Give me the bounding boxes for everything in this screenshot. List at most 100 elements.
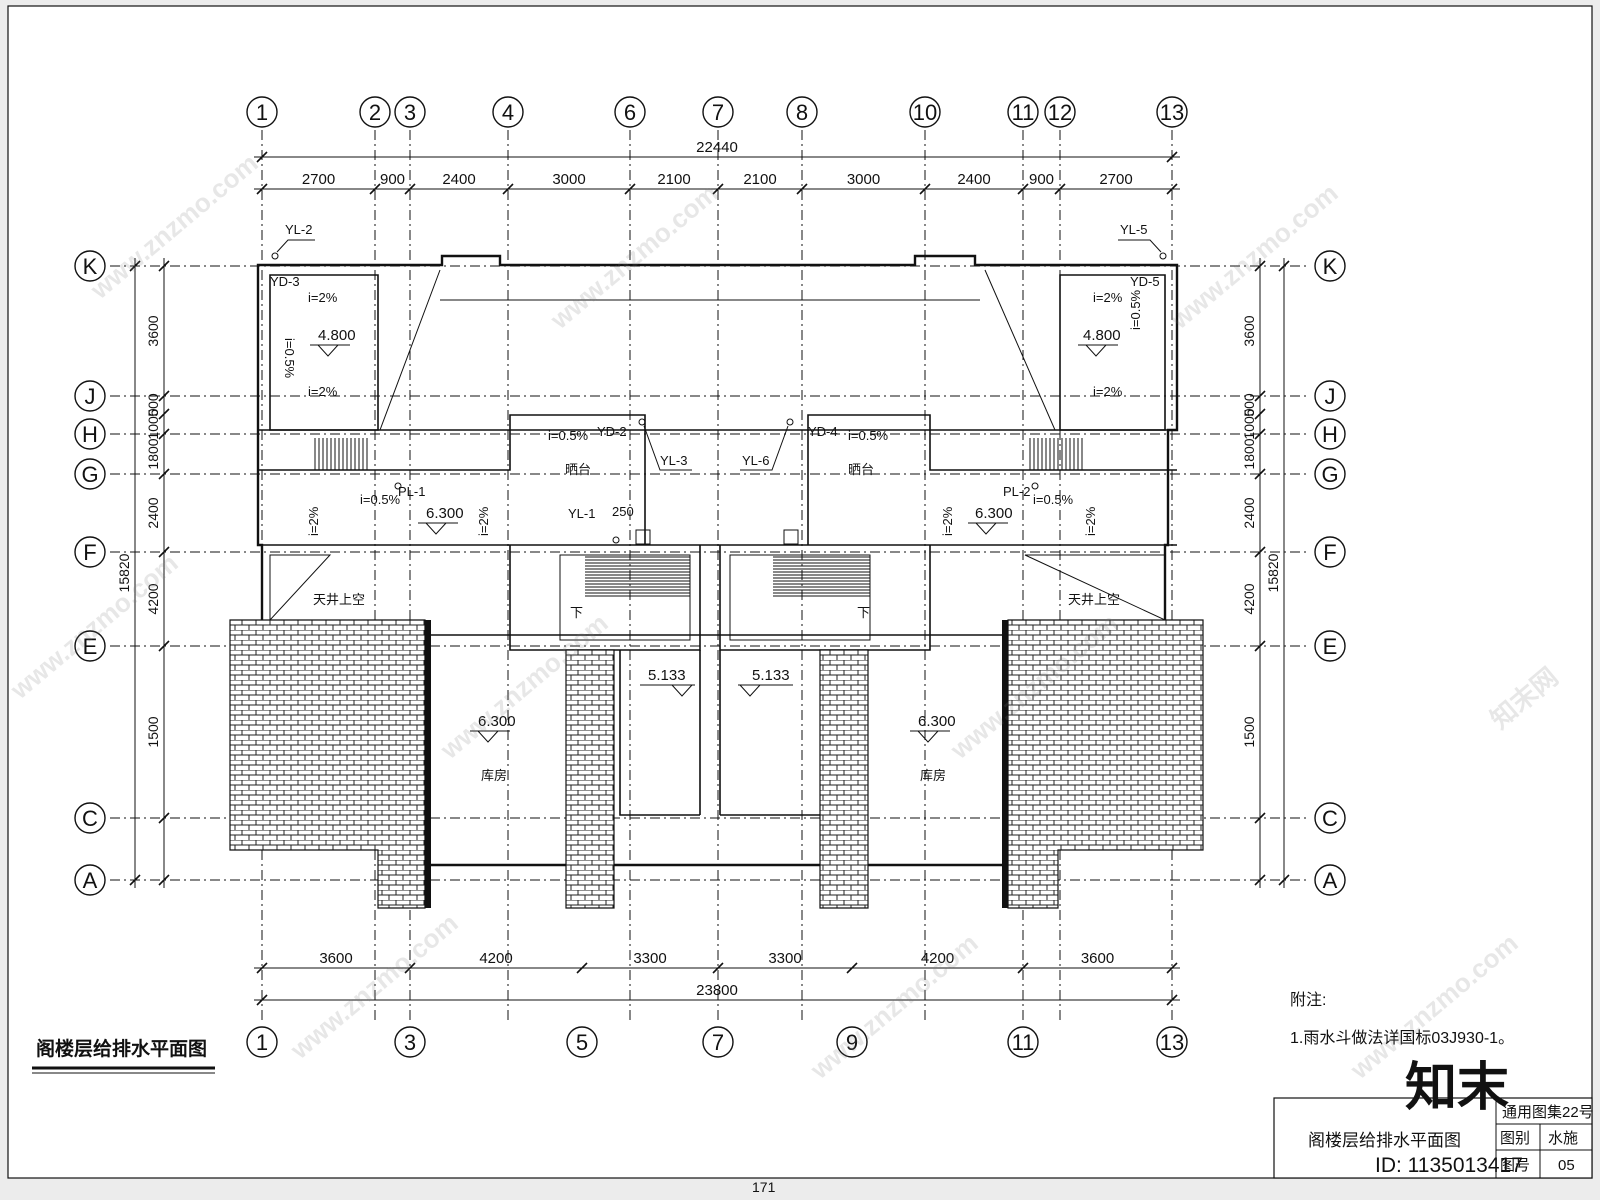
stair-mark: 下	[857, 605, 870, 620]
dimension-span: 3600	[319, 950, 352, 967]
svg-text:E: E	[1323, 634, 1338, 659]
sheet-border	[7, 5, 1593, 1179]
svg-text:G: G	[1321, 462, 1338, 487]
slope-label: i=0.5%	[548, 428, 589, 443]
svg-text:3: 3	[404, 1030, 416, 1055]
dimension-span: 4200	[145, 583, 161, 614]
axis-bubble-top: 1	[246, 96, 278, 128]
svg-text:1: 1	[256, 100, 268, 125]
dimension-total: 23800	[696, 982, 738, 999]
drawing-title: 阁楼层给排水平面图	[36, 1037, 207, 1060]
watermark-logo: 知末	[1405, 1059, 1509, 1117]
brick-area-mid-left	[565, 649, 615, 909]
elevation-label: 6.300	[478, 713, 516, 730]
watermark-id: ID: 1135013417	[1375, 1154, 1523, 1177]
pipe-label-pl1: PL-1	[398, 484, 425, 499]
svg-text:C: C	[1322, 806, 1338, 831]
svg-text:7: 7	[712, 1030, 724, 1055]
dimension-span: 1800	[1241, 438, 1257, 469]
svg-text:F: F	[83, 540, 96, 565]
slope-label: i=2%	[1083, 506, 1098, 536]
dimension-span: 1000	[145, 408, 161, 439]
pipe-label-yl2: YL-2	[285, 222, 312, 237]
title-block: 通用图集22号 阁楼层给排水平面图 图别 水施 图号 05	[1273, 1097, 1594, 1179]
svg-text:8: 8	[796, 100, 808, 125]
svg-text:H: H	[1322, 422, 1338, 447]
room-label: 天井上空	[1068, 592, 1120, 607]
slope-label: i=2%	[476, 506, 491, 536]
elevation-label: 4.800	[1083, 327, 1121, 344]
svg-text:11: 11	[1012, 100, 1035, 125]
dimension-span: 900	[380, 171, 405, 188]
slope-label: i=2%	[308, 290, 338, 305]
slope-label: i=2%	[940, 506, 955, 536]
dimension-span: 1800	[145, 438, 161, 469]
slope-label: i=0.5%	[282, 338, 297, 379]
svg-text:9: 9	[846, 1030, 858, 1055]
svg-text:J: J	[85, 384, 96, 409]
slope-label: i=2%	[308, 384, 338, 399]
axis-bubble-bottom: 7	[702, 1026, 734, 1058]
dimension-span: 900	[1029, 171, 1054, 188]
category-label: 图别	[1500, 1130, 1530, 1147]
plan-annotations: YL-2 YL-5 YD-3 YD-5 i=2% i=2% i=2% i=2% …	[270, 222, 1167, 783]
axis-bubble-top: 11	[1007, 96, 1039, 128]
axis-bubble-right: K	[1314, 250, 1346, 282]
room-label: 天井上空	[313, 592, 365, 607]
axis-bubble-top: 3	[394, 96, 426, 128]
dimension-span: 1500	[145, 716, 161, 747]
dimension-span: 3600	[145, 315, 161, 346]
svg-text:F: F	[1323, 540, 1336, 565]
atlas-label: 通用图集22号	[1502, 1104, 1594, 1121]
room-label: 库房	[481, 768, 507, 783]
axis-bubble-bottom: 11	[1007, 1026, 1039, 1058]
pipe-label-pl2: PL-2	[1003, 484, 1030, 499]
dimension-span: 2100	[743, 171, 776, 188]
svg-text:A: A	[1323, 868, 1338, 893]
svg-text:6: 6	[624, 100, 636, 125]
axis-bubble-top: 13	[1156, 96, 1188, 128]
axis-bubble-left: J	[74, 380, 106, 412]
elevation-label: 4.800	[318, 327, 356, 344]
pipe-label-yl3: YL-3	[660, 453, 687, 468]
pipe-label-yl6: YL-6	[742, 453, 769, 468]
axis-bubble-right: E	[1314, 630, 1346, 662]
axis-bubble-right: H	[1314, 418, 1346, 450]
axis-bubble-bottom: 13	[1156, 1026, 1188, 1058]
svg-text:1: 1	[256, 1030, 268, 1055]
slope-label: i=0.5%	[848, 428, 889, 443]
svg-text:13: 13	[1160, 1030, 1184, 1055]
notes-header: 附注:	[1290, 991, 1326, 1009]
dimension-span: 2700	[1099, 171, 1132, 188]
svg-text:3: 3	[404, 100, 416, 125]
slope-label: i=2%	[1093, 384, 1123, 399]
svg-text:12: 12	[1048, 100, 1072, 125]
axis-bubble-left: E	[74, 630, 106, 662]
svg-text:7: 7	[712, 100, 724, 125]
svg-text:K: K	[1323, 254, 1338, 279]
axis-bubble-top: 10	[909, 96, 941, 128]
number-value: 05	[1558, 1157, 1575, 1174]
axis-bubble-left: A	[74, 864, 106, 896]
pipe-label-yl5: YL-5	[1120, 222, 1147, 237]
dimension-span: 3300	[768, 950, 801, 967]
axis-bubble-left: K	[74, 250, 106, 282]
wall-solid-right	[1002, 620, 1008, 908]
pipe-label-yd2: YD-2	[597, 424, 627, 439]
axis-bubble-top: 6	[614, 96, 646, 128]
axis-bubble-right: C	[1314, 802, 1346, 834]
dimension-250: 250	[612, 504, 634, 519]
dimension-span: 3600	[1081, 950, 1114, 967]
axis-bubble-top: 4	[492, 96, 524, 128]
axis-bubble-right: F	[1314, 536, 1346, 568]
brick-hatch-areas	[229, 619, 1204, 909]
svg-text:G: G	[81, 462, 98, 487]
dimension-span: 2400	[957, 171, 990, 188]
slope-label: i=2%	[306, 506, 321, 536]
elevation-label: 5.133	[752, 667, 790, 684]
axis-bubble-top: 2	[359, 96, 391, 128]
axis-bubble-bottom: 3	[394, 1026, 426, 1058]
pipe-label-yd5: YD-5	[1130, 274, 1160, 289]
axis-bubble-bottom: 5	[566, 1026, 598, 1058]
